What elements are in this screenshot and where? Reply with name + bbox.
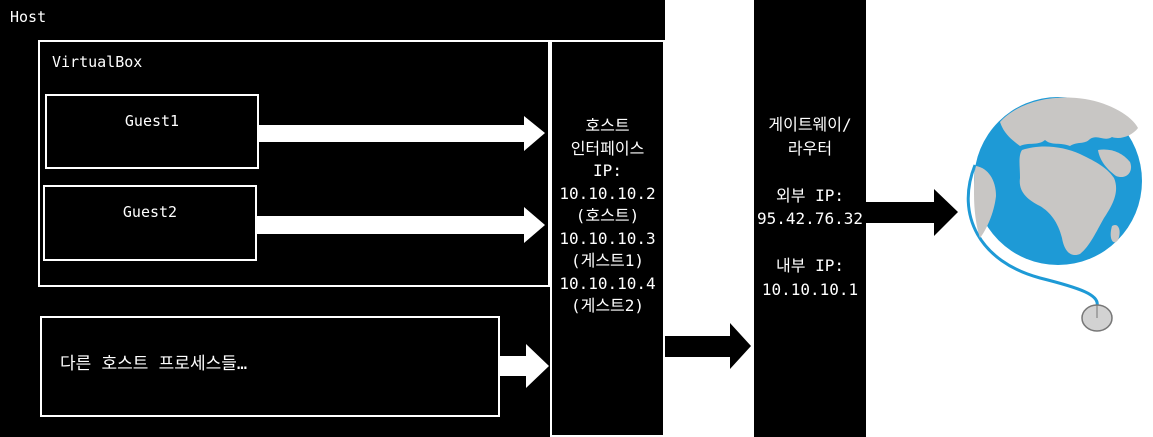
land-south-america bbox=[974, 166, 996, 238]
virtualbox-label: VirtualBox bbox=[52, 53, 143, 71]
land-arabia bbox=[1098, 149, 1132, 178]
host-interface-line: 10.10.10.4 bbox=[559, 273, 656, 293]
mouse-cable bbox=[966, 164, 1099, 307]
host-interface-line: 인터페이스 bbox=[570, 138, 645, 158]
gateway-line: 게이트웨이/ bbox=[768, 115, 852, 134]
arrow-guest2-to-interface bbox=[257, 207, 545, 243]
host-interface-box bbox=[550, 40, 665, 437]
gateway-box bbox=[754, 0, 866, 437]
host-interface-line: (호스트) bbox=[575, 206, 640, 225]
guest2-label: Guest2 bbox=[122, 203, 178, 221]
host-interface-line: (게스트2) bbox=[570, 296, 645, 315]
gateway-line: 10.10.10.1 bbox=[761, 279, 859, 299]
arrow-interface-to-gateway bbox=[665, 323, 751, 369]
gateway-line: 내부 IP: bbox=[776, 256, 844, 275]
host-interface-line: 호스트 bbox=[585, 116, 630, 135]
gateway-line: 라우터 bbox=[787, 138, 833, 158]
host-interface-line: IP: bbox=[593, 161, 622, 180]
guest1-box: Guest1 bbox=[45, 94, 259, 169]
host-interface-line: 10.10.10.2 bbox=[559, 183, 656, 203]
other-processes-box bbox=[40, 316, 500, 417]
guest1-label: Guest1 bbox=[124, 112, 180, 130]
arrow-guest1-to-interface bbox=[259, 116, 545, 151]
land-madagascar bbox=[1110, 224, 1120, 243]
other-processes-label: 다른 호스트 프로세스들… bbox=[60, 354, 248, 374]
land-africa bbox=[1019, 146, 1117, 256]
land-europe-asia bbox=[1000, 97, 1138, 146]
gateway-line: 외부 IP: bbox=[776, 185, 844, 205]
host-interface-line: 10.10.10.3 bbox=[559, 228, 656, 248]
arrow-gateway-to-internet bbox=[866, 189, 958, 236]
gateway-line: 95.42.76.32 bbox=[757, 209, 863, 228]
host-label: Host bbox=[10, 8, 47, 26]
host-interface-line: (게스트1) bbox=[570, 251, 645, 270]
gateway-text: 게이트웨이/ 라우터 외부 IP: 95.42.76.32 내부 IP: 10.… bbox=[754, 113, 866, 301]
arrow-processes-to-interface bbox=[500, 344, 549, 388]
guest2-box: Guest2 bbox=[43, 185, 257, 261]
host-interface-text: 호스트 인터페이스 IP: 10.10.10.2 (호스트) 10.10.10.… bbox=[550, 115, 665, 318]
globe-with-mouse-icon bbox=[966, 97, 1142, 332]
